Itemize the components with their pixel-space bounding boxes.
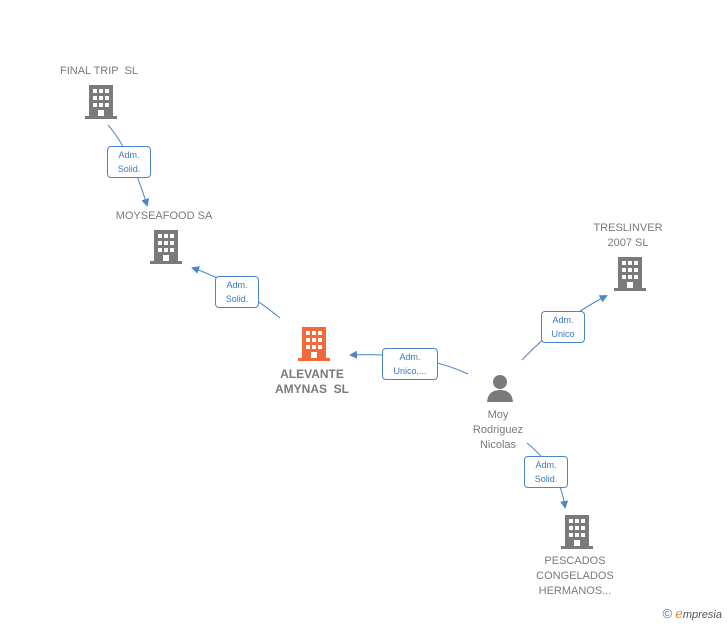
brand-name: mpresia [682, 609, 722, 621]
brand-e-logo: e [675, 607, 683, 622]
empresia-watermark: © empresia [663, 606, 722, 622]
node-label-treslinver[interactable]: TRESLINVER 2007 SL [593, 222, 663, 249]
building-icon-pescados[interactable] [561, 515, 593, 554]
building-icon-alevante[interactable] [298, 327, 330, 366]
building-icon-final-trip[interactable] [85, 85, 117, 124]
node-label-moy[interactable]: Moy Rodriguez Nicolas [472, 409, 524, 451]
node-label-alevante[interactable]: ALEVANTE AMYNAS SL [274, 367, 349, 396]
building-icon-moyseafood[interactable] [150, 230, 182, 269]
building-icon-treslinver[interactable] [614, 257, 646, 296]
person-icon-moy[interactable] [485, 373, 515, 408]
node-label-pescados[interactable]: PESCADOS CONGELADOS HERMANOS... [536, 555, 614, 597]
node-label-moyseafood[interactable]: MOYSEAFOOD SA [115, 210, 213, 222]
edge-label-moy-alevante[interactable]: Adm. Unico,... [382, 348, 438, 380]
edge-label-moy-pescados[interactable]: Adm. Solid. [524, 456, 568, 488]
node-label-final-trip[interactable]: FINAL TRIP SL [59, 65, 139, 77]
copyright-symbol: © [662, 606, 673, 621]
edge-label-final-trip-moyseafood[interactable]: Adm. Solid. [107, 146, 151, 178]
edge-label-moy-treslinver[interactable]: Adm. Unico [541, 311, 585, 343]
edge-label-alevante-moyseafood[interactable]: Adm. Solid. [215, 276, 259, 308]
